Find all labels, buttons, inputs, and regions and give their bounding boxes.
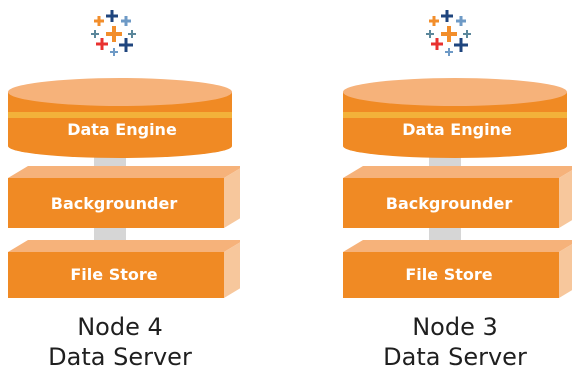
server-stack-graphic: Data Engine Backgrounder File Store <box>343 10 572 298</box>
backgrounder-block: Backgrounder <box>8 166 240 228</box>
file-store-label: File Store <box>405 265 492 284</box>
node-caption: Node 3 Data Server <box>335 312 572 372</box>
file-store-label: File Store <box>70 265 157 284</box>
node-name: Node 4 <box>77 313 163 341</box>
node-caption: Node 4 Data Server <box>0 312 240 372</box>
node-name: Node 3 <box>412 313 498 341</box>
tableau-logo-icon <box>91 10 136 56</box>
tableau-logo-icon <box>426 10 471 56</box>
backgrounder-block: Backgrounder <box>343 166 572 228</box>
node-role: Data Server <box>48 343 192 371</box>
data-engine-label: Data Engine <box>402 120 512 139</box>
node-3-stack: Data Engine Backgrounder File Store Node… <box>335 0 572 372</box>
node-4-stack: Data Engine Backgrounder File Store Node… <box>0 0 240 372</box>
data-engine-disk: Data Engine <box>343 78 567 158</box>
node-role: Data Server <box>383 343 527 371</box>
file-store-block: File Store <box>343 240 572 298</box>
backgrounder-label: Backgrounder <box>386 194 513 213</box>
server-stack-graphic: Data Engine Backgrounder File Store <box>8 10 240 298</box>
backgrounder-label: Backgrounder <box>51 194 178 213</box>
file-store-block: File Store <box>8 240 240 298</box>
data-engine-label: Data Engine <box>67 120 177 139</box>
data-engine-disk: Data Engine <box>8 78 232 158</box>
